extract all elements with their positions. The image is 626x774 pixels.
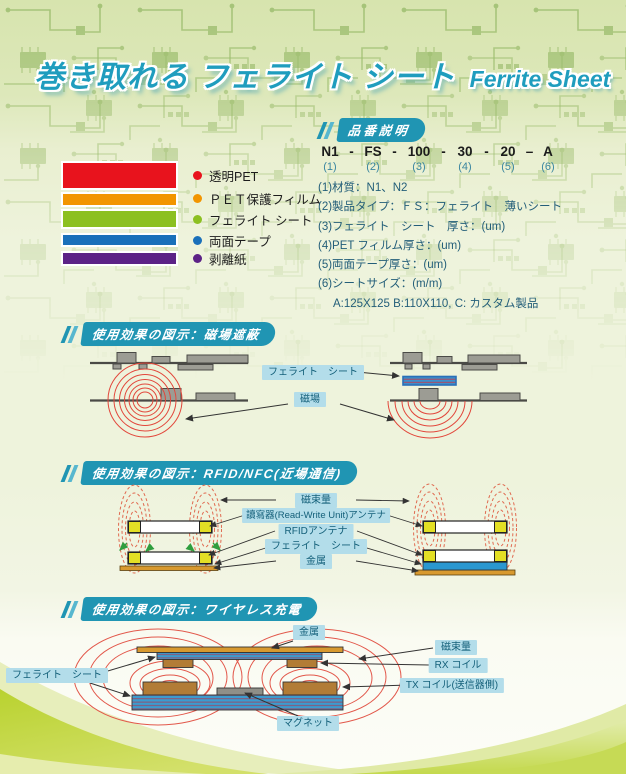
- note-line: (5)両面テープ厚さ：(um): [318, 259, 447, 272]
- legend-item-pet-film: ＰＥＴ保護フィルム: [193, 190, 322, 207]
- code-segment: 20: [500, 144, 516, 159]
- note-line: (1)材質：N1、N2: [318, 182, 408, 194]
- ferrite-strip: [422, 561, 508, 571]
- legend-item-release: 剥離紙: [193, 250, 247, 267]
- rx-coil: [162, 659, 194, 668]
- legend-bullet-icon: [193, 253, 202, 263]
- note-line: (4)PET フィルム厚さ：(um): [318, 239, 462, 252]
- code-index: (1): [323, 161, 337, 173]
- legend-bar-ferrite: [63, 211, 176, 227]
- wireless-diagram: [73, 628, 434, 726]
- circuit-pattern: [0, 0, 626, 380]
- field-loops: [73, 628, 402, 726]
- rfid-diagram: [118, 483, 517, 576]
- legend-bullet-icon: [193, 193, 202, 203]
- legend-label: 透明PET: [209, 169, 259, 184]
- rx-ferrite-sheet: [156, 652, 323, 660]
- legend-label: 剥離紙: [209, 252, 247, 267]
- metal-plate: [136, 646, 344, 653]
- label-reader-antenna: 讀寫器(Read-Write Unit)アンテナ: [242, 508, 390, 523]
- leader-arrows: [89, 640, 434, 717]
- code-segment: FS: [364, 144, 382, 159]
- label-magnetic-field: 磁場: [294, 392, 326, 407]
- code-index: (5): [501, 161, 515, 173]
- legend-bar-clear-pet: [63, 163, 176, 188]
- legend-label: 両面テープ: [209, 234, 271, 249]
- label-ferrite-sheet: フェライト シート: [262, 365, 364, 380]
- shielded-field-arcs: [387, 400, 473, 439]
- tx-coil: [282, 681, 338, 696]
- code-index: (4): [458, 161, 472, 173]
- label-metal: 金属: [300, 554, 332, 569]
- legend-bullet-icon: [193, 170, 202, 180]
- code-separator: -: [392, 144, 397, 159]
- note-line: (6)シートサイズ：(m/m): [318, 278, 443, 291]
- legend-item-clear-pet: 透明PET: [193, 167, 259, 184]
- label-ferrite-sheet: フェライト シート: [6, 668, 108, 683]
- leader-arrows: [208, 496, 423, 574]
- code-index: (2): [366, 161, 380, 173]
- label-metal: 金属: [293, 625, 325, 640]
- right-board: [390, 352, 527, 402]
- code-index: (6): [541, 161, 555, 173]
- code-index: (3): [412, 161, 426, 173]
- rfid-right-assembly: [413, 483, 517, 576]
- code-segment: A: [543, 144, 553, 159]
- page-title: 巻き取れる フェライト シート Ferrite Sheet: [34, 52, 610, 96]
- metal-strip: [119, 565, 219, 571]
- code-segment: 100: [407, 144, 431, 159]
- code-separator: -: [441, 144, 446, 159]
- tx-coil: [142, 681, 198, 696]
- code-separator: -: [484, 144, 489, 159]
- rfid-left-assembly: [118, 484, 222, 574]
- leader-arrows: [185, 371, 400, 422]
- code-separator: –: [525, 144, 534, 159]
- legend-bar-pet-film: [63, 194, 176, 205]
- rx-coil: [286, 659, 318, 668]
- label-rfid-antenna: RFIDアンテナ: [278, 524, 354, 539]
- left-board: [90, 352, 249, 402]
- eddy-current-arrows: [119, 541, 221, 552]
- part-number-header-pill: 品番説明: [336, 118, 427, 142]
- metal-strip: [414, 569, 516, 576]
- note-line: (2)製品タイプ：ＦＳ：フェライト 薄いシート: [318, 201, 563, 214]
- label-ferrite-sheet: フェライト シート: [265, 539, 367, 554]
- note-line: (3)フェライト シート 厚さ：(um): [318, 220, 506, 233]
- legend-bar-tape: [63, 235, 176, 245]
- label-magnet: マグネット: [277, 716, 339, 731]
- label-flux: 磁束量: [295, 493, 337, 508]
- label-flux: 磁束量: [435, 640, 477, 655]
- legend-label: フェライト シート: [209, 213, 313, 228]
- label-tx-coil: TX コイル(送信器側): [399, 678, 505, 693]
- title-japanese: 巻き取れる フェライト シート: [34, 61, 456, 94]
- label-rx-coil: RX コイル: [428, 658, 488, 673]
- legend-bullet-icon: [193, 214, 202, 224]
- legend-item-ferrite: フェライト シート: [193, 211, 313, 228]
- legend-item-tape: 両面テープ: [193, 232, 271, 249]
- charging-stack: [131, 646, 344, 711]
- legend-bullet-icon: [193, 235, 202, 245]
- code-segment: N1: [321, 144, 339, 159]
- magnetic-field-circles: [107, 362, 183, 438]
- part-number-notes: (1)材質：N1、N2 (2)製品タイプ：ＦＳ：フェライト 薄いシート (3)フ…: [318, 179, 562, 314]
- part-number-code: N1 (1) - FS (2) - 100 (3) - 30 (4) - 20 (5) –…: [316, 144, 559, 174]
- ferrite-sheet-rect: [402, 375, 457, 386]
- legend-label: ＰＥＴ保護フィルム: [209, 192, 322, 207]
- shielding-diagram: [90, 352, 527, 439]
- part-number-header: 品番説明: [316, 118, 427, 142]
- code-separator: -: [349, 144, 354, 159]
- note-line: A:125X125 B:110X110, C: カスタム製品: [333, 297, 539, 310]
- code-segment: 30: [457, 144, 473, 159]
- magnet: [216, 687, 264, 696]
- tx-ferrite-sheet: [131, 694, 344, 711]
- legend-bar-release: [63, 253, 176, 264]
- title-english: Ferrite Sheet: [469, 66, 611, 92]
- bottom-swoosh: [0, 662, 626, 774]
